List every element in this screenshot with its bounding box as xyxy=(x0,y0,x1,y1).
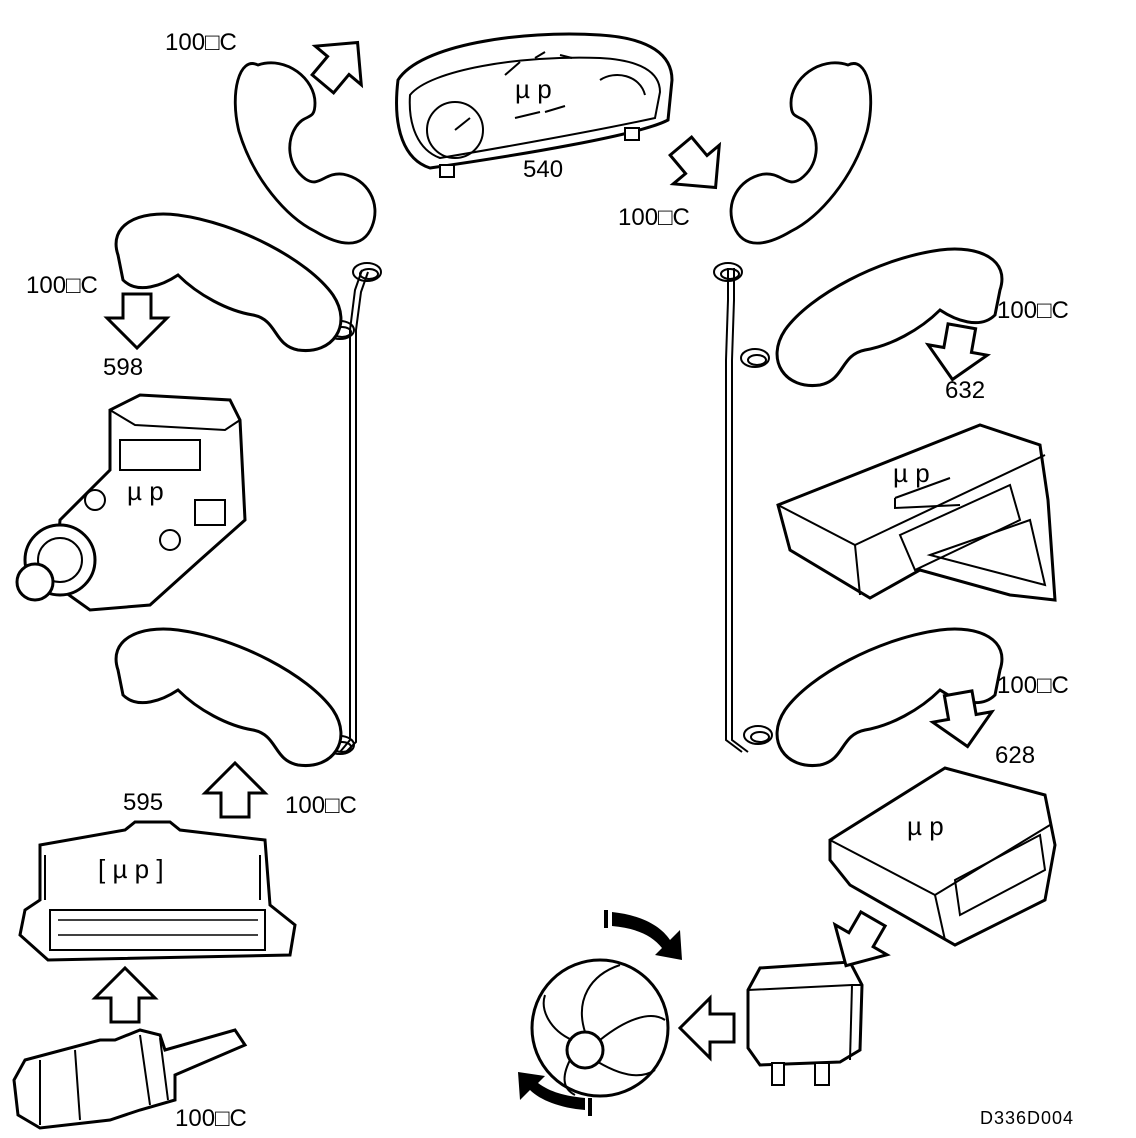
temp-label: 100□C xyxy=(285,792,357,819)
drawing-code-label: D336D004 xyxy=(980,1108,1074,1128)
cluster-ref-label: 540 xyxy=(523,156,563,183)
ecu-ref-label: 595 xyxy=(123,789,163,816)
handset-icon xyxy=(233,61,377,245)
instrument-cluster: µ p xyxy=(395,32,674,178)
arrow-icon xyxy=(203,761,267,819)
injection-pump: µ p xyxy=(15,393,247,612)
temp-label: 100□C xyxy=(997,672,1069,699)
bsi-ref-label: 632 xyxy=(945,377,985,404)
relay xyxy=(746,960,864,1086)
bus-connector-icon xyxy=(743,725,773,745)
temp-label: 100□C xyxy=(165,29,237,56)
control-module: µ p xyxy=(828,766,1057,947)
cooling-fan xyxy=(530,958,670,1098)
handset-icon xyxy=(729,61,873,245)
module-micro-label: µ p xyxy=(907,811,944,841)
handset-icon xyxy=(775,627,1004,768)
arrow-icon xyxy=(656,125,741,209)
temp-label: 100□C xyxy=(997,297,1069,324)
arrow-icon xyxy=(105,292,169,350)
pump-micro-label: µ p xyxy=(127,476,164,506)
temp-label: 100□C xyxy=(26,272,98,299)
temp-label: 100□C xyxy=(618,204,690,231)
handset-icon xyxy=(114,212,343,353)
right-network-bus xyxy=(713,262,773,753)
left-network-bus xyxy=(325,262,382,755)
arrow-icon xyxy=(921,319,993,387)
module-ref-label: 628 xyxy=(995,742,1035,769)
ecu-micro-label: [ µ p ] xyxy=(98,854,164,884)
temp-label: 100□C xyxy=(175,1105,247,1132)
arrow-icon xyxy=(678,996,736,1060)
pump-ref-label: 598 xyxy=(103,354,143,381)
handset-icon xyxy=(114,627,343,768)
engine-ecu: [ µ p ] xyxy=(18,820,297,962)
temperature-sensor xyxy=(12,1028,248,1130)
rotation-arrow-icon xyxy=(518,910,682,1116)
bus-connector-icon xyxy=(740,348,770,368)
handset-icon xyxy=(775,247,1004,388)
cluster-micro-label: µ p xyxy=(515,74,552,104)
bsi-micro-label: µ p xyxy=(893,458,930,488)
bsi-module: µ p xyxy=(776,423,1057,602)
arrow-icon xyxy=(93,966,157,1024)
